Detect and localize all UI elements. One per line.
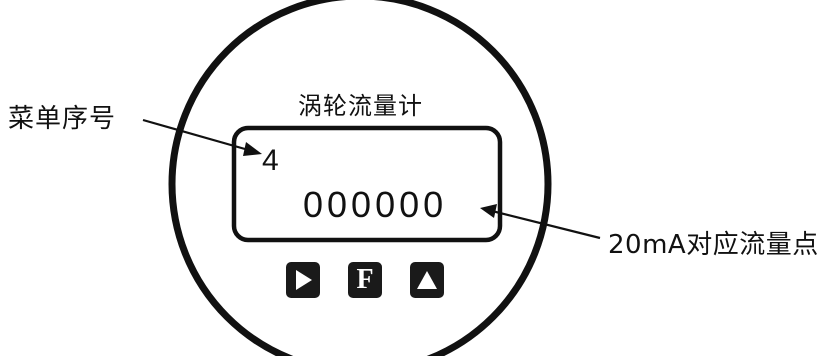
triangle-right-icon — [296, 270, 312, 290]
lcd-value-readout: 000000 — [303, 184, 448, 225]
device-title: 涡轮流量计 — [298, 92, 423, 120]
f-key[interactable]: F — [348, 262, 382, 298]
meter-bezel — [168, 0, 552, 356]
menu-index-callout: 菜单序号 — [8, 104, 117, 134]
left-callout-leader — [142, 118, 253, 153]
lcd-screen — [231, 125, 503, 243]
triangle-up-icon — [417, 271, 437, 289]
lcd-menu-index: 4 — [262, 144, 279, 177]
right-callout-arrowhead — [480, 204, 497, 218]
f-key-label: F — [356, 264, 374, 295]
flow-point-callout: 20mA对应流量点 — [608, 230, 819, 260]
right-callout-leader — [491, 209, 601, 240]
up-arrow-key[interactable] — [410, 262, 444, 298]
right-arrow-key[interactable] — [286, 262, 320, 298]
left-callout-arrowhead — [243, 142, 262, 156]
